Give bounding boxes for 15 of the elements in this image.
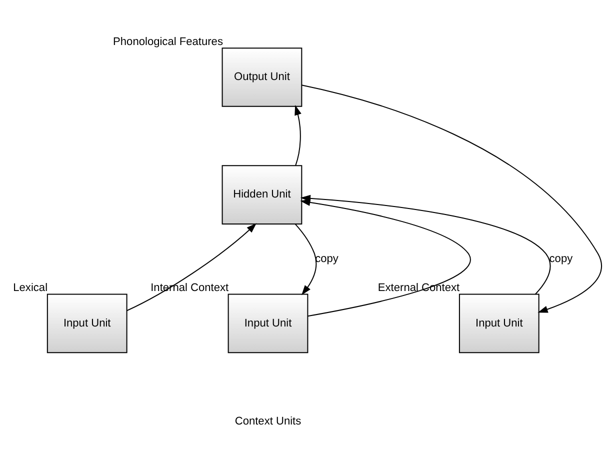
arrow bbox=[301, 84, 602, 313]
node-box: Input Unit bbox=[458, 294, 539, 354]
node-label: Phonological Features bbox=[112, 36, 222, 48]
edge-label: copy bbox=[314, 252, 338, 265]
node-label: Lexical bbox=[12, 282, 48, 294]
label: Context Units bbox=[234, 416, 301, 428]
arrow bbox=[294, 105, 301, 166]
arrow bbox=[294, 224, 316, 296]
node-box: Output Unit bbox=[221, 48, 302, 107]
arrow bbox=[126, 223, 256, 312]
node-box: Input Unit bbox=[46, 294, 127, 354]
edge-label: copy bbox=[548, 252, 572, 265]
node-label: External Context bbox=[377, 282, 460, 294]
node-box: Hidden Unit bbox=[221, 165, 302, 224]
node-box: Input Unit bbox=[227, 294, 308, 354]
